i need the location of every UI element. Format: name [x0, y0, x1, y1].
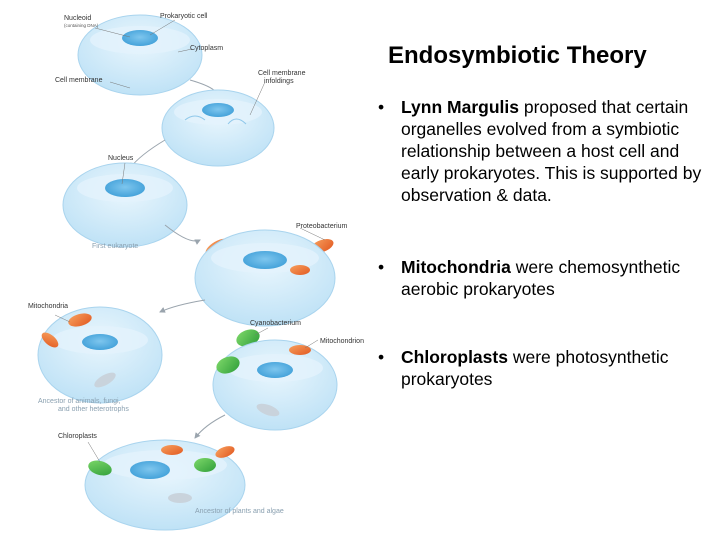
- nucleoid: [202, 103, 234, 117]
- heterotroph-ancestor-stage: [37, 306, 163, 404]
- mitochondrion: [68, 313, 92, 327]
- bullet-text: proposed that certain organelles evolved…: [401, 97, 702, 205]
- nucleoid: [122, 30, 158, 46]
- chloroplast: [88, 460, 112, 476]
- mitochondrion: [161, 445, 183, 455]
- label-cell-membrane-infoldings-1: Cell membrane: [258, 70, 306, 77]
- label-nucleoid: Nucleoid: [64, 15, 91, 22]
- label-ancestor-plants: Ancestor of plants and algae: [195, 508, 284, 515]
- label-cytoplasm: Cytoplasm: [190, 45, 223, 52]
- label-ancestor-animals-2: and other heterotrophs: [58, 406, 129, 413]
- bullet-chloroplasts: Chloroplasts were photosynthetic prokary…: [376, 346, 706, 390]
- endosymbiosis-diagram: Nucleoid (containing DNA) Prokaryotic ce…: [28, 13, 364, 531]
- label-mitochondrion: Mitochondrion: [320, 338, 364, 345]
- label-chloroplasts: Chloroplasts: [58, 433, 97, 440]
- arrow-5: [194, 414, 226, 439]
- nucleus: [82, 334, 118, 350]
- bullet-text: were photosynthetic prokaryotes: [401, 347, 669, 389]
- bullet-lead: Chloroplasts: [401, 347, 508, 367]
- chloroplast: [216, 356, 240, 374]
- nucleus: [257, 362, 293, 378]
- label-nucleoid-sub: (containing DNA): [64, 23, 99, 28]
- label-cell-membrane-infoldings-2: infoldings: [264, 78, 294, 85]
- slide-title: Endosymbiotic Theory: [388, 42, 647, 69]
- infolding-cell-stage: [161, 89, 275, 167]
- label-nucleus: Nucleus: [108, 155, 134, 162]
- nucleus: [130, 461, 170, 479]
- nucleus: [105, 179, 145, 197]
- nucleus: [243, 251, 287, 269]
- prokaryotic-cell-stage: [77, 14, 203, 96]
- label-ancestor-animals-1: Ancestor of animals, fungi,: [38, 398, 121, 405]
- arrow-3: [164, 224, 201, 245]
- chloroplast: [194, 458, 216, 472]
- bullet-lead: Mitochondria: [401, 257, 511, 277]
- label-cyanobacterium: Cyanobacterium: [250, 320, 301, 327]
- label-mitochondria: Mitochondria: [28, 303, 68, 310]
- chloroplast-uptake-stage: [212, 339, 338, 431]
- label-cell-membrane: Cell membrane: [55, 77, 103, 84]
- bullet-lynn-margulis: Lynn Margulis proposed that certain orga…: [376, 96, 706, 206]
- label-proteobacterium: Proteobacterium: [296, 223, 348, 230]
- label-prokaryotic-cell: Prokaryotic cell: [160, 13, 208, 20]
- first-eukaryote-stage: [194, 229, 336, 327]
- mitochondrion: [41, 332, 59, 348]
- arrow-4: [159, 299, 206, 313]
- label-first-eukaryote: First eukaryote: [92, 243, 138, 250]
- bullet-text: were chemosynthetic aerobic prokaryotes: [401, 257, 681, 299]
- nucleus-cell-stage: [62, 162, 188, 248]
- bullet-list: Lynn Margulis proposed that certain orga…: [376, 96, 706, 390]
- bullet-lead: Lynn Margulis: [401, 97, 519, 117]
- bullet-mitochondria: Mitochondria were chemosynthetic aerobic…: [376, 256, 706, 300]
- mitochondrion: [215, 446, 235, 458]
- plant-ancestor-stage: [84, 439, 246, 531]
